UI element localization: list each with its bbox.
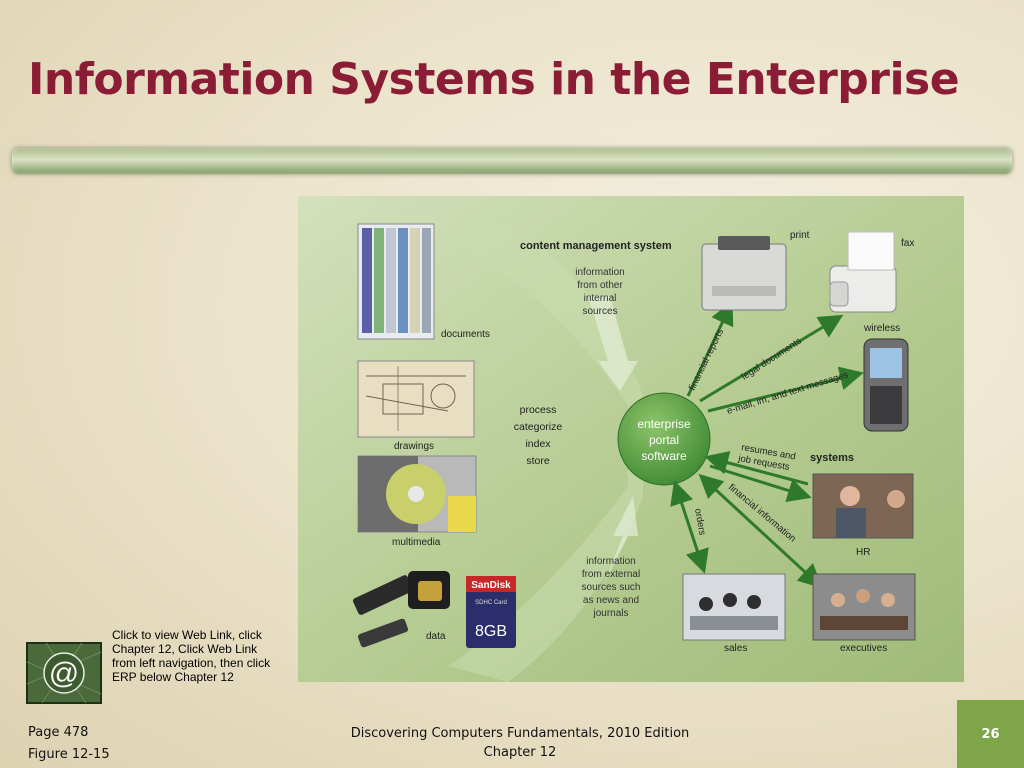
hr-photo [812,473,914,539]
sales-photo [682,573,786,641]
internal-sources-line: sources [582,306,617,317]
sd-card-capacity: 8GB [475,623,507,640]
sd-card-brand: SanDisk [471,580,511,591]
executives-label: executives [840,643,887,654]
print-arrow [686,300,734,397]
internal-sources-line: internal [584,293,617,304]
slide-title: Information Systems in the Enterprise [28,54,960,105]
cms-heading: content management system [520,240,672,252]
external-sources-arrow [603,496,638,586]
smartphone-icon [863,338,909,432]
external-sources-line: from external [582,569,640,580]
page-number-badge: 26 [957,700,1024,768]
hr-label: HR [856,547,870,558]
systems-label: systems [810,452,854,464]
orders-label: orders [692,508,708,537]
process-step: process [520,404,557,416]
fax-label: fax [901,238,914,249]
documents-label: documents [441,329,490,340]
hub-label: enterprise [637,417,691,431]
multimedia-photo [357,455,477,533]
at-sign-icon[interactable]: @ [26,642,102,704]
enterprise-portal-hub [617,392,711,486]
enterprise-portal-diagram: content management system information fr… [298,196,964,682]
svg-text:@: @ [49,657,79,690]
internal-sources-line: from other [577,280,623,291]
external-sources-line: as news and [583,595,639,606]
external-sources-line: information [586,556,635,567]
drawings-photo [357,360,475,438]
sales-label: sales [724,643,747,654]
book-title: Discovering Computers Fundamentals, 2010… [350,726,690,741]
process-step: index [525,438,551,450]
footer-book: Discovering Computers Fundamentals, 2010… [320,724,720,762]
page-reference: Page 478 [28,725,89,740]
chapter-label: Chapter 12 [483,745,557,760]
multimedia-label: multimedia [392,537,441,548]
wireless-label: wireless [863,323,900,334]
hub-label: software [641,449,687,463]
messages-arrow [707,366,864,413]
print-label: print [790,230,810,241]
hub-label: portal [649,433,679,447]
data-label: data [426,631,446,642]
title-divider-bar [12,148,1012,174]
sd-card-type: SDHC Card [475,600,507,606]
printer-icon [701,236,787,311]
drawings-label: drawings [394,441,434,452]
external-sources-line: journals [592,608,628,619]
external-sources-line: sources such [582,582,641,593]
fax-icon [829,231,897,313]
weblink-instructions[interactable]: Click to view Web Link, click Chapter 12… [112,628,271,684]
data-devices-photo [352,571,516,648]
process-step: categorize [514,421,563,433]
footer-refs: Page 478 Figure 12-15 [28,722,110,766]
figure-reference: Figure 12-15 [28,747,110,762]
sales-arrow [670,480,709,574]
internal-sources-arrow [588,296,638,391]
internal-sources-line: information [575,267,624,278]
funnel-shape [438,226,643,682]
executives-arrow [698,473,823,589]
executives-photo [812,573,916,641]
process-step: store [526,455,550,467]
wireless-arrow [699,314,844,403]
documents-photo [357,223,435,340]
